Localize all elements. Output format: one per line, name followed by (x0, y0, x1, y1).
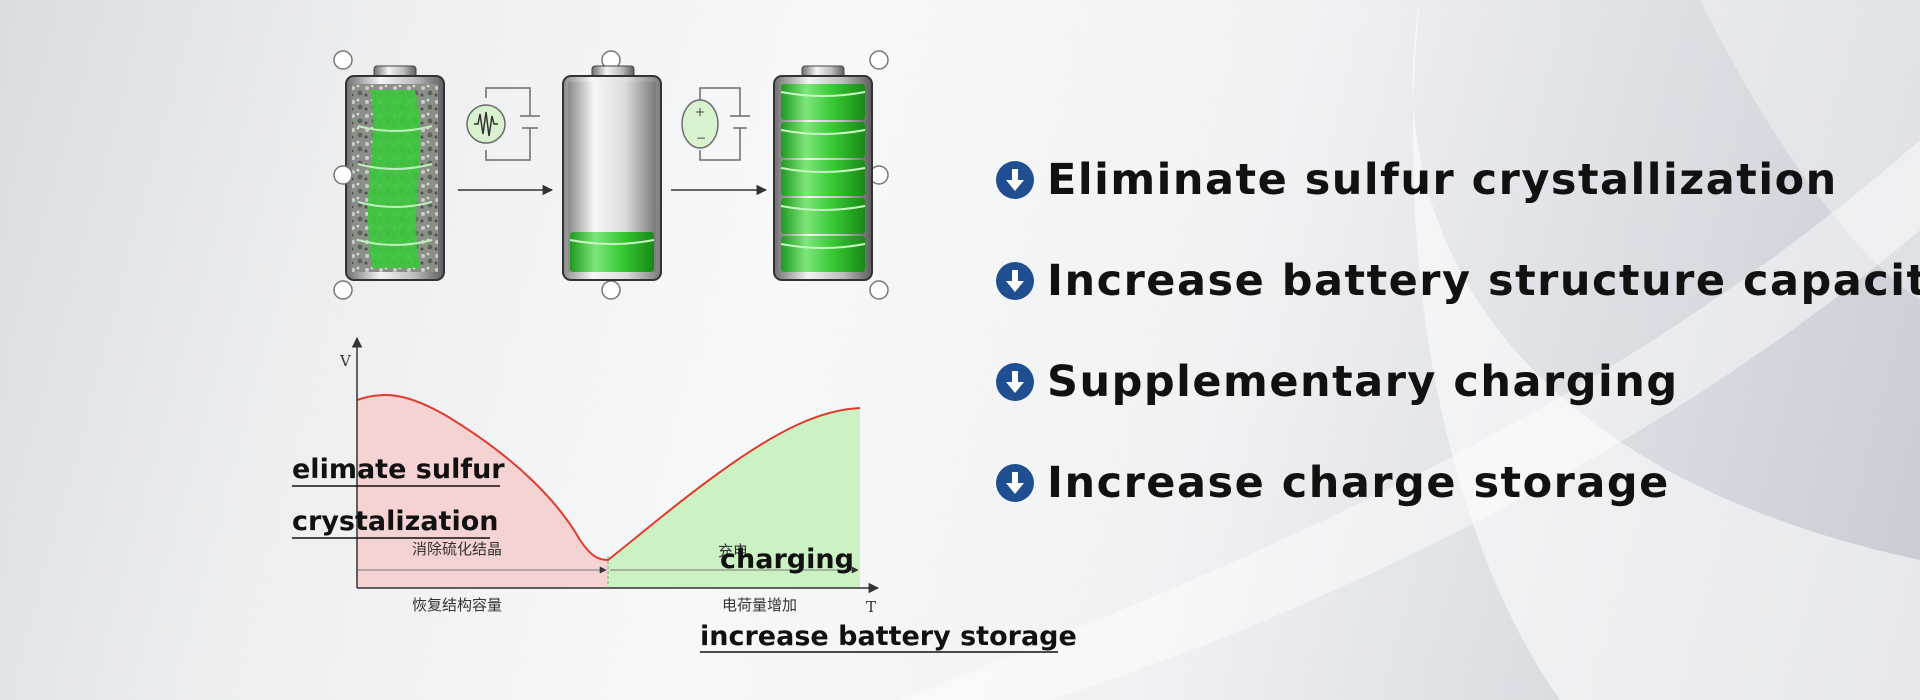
feature-text: Increase battery structure capacity (1047, 256, 1920, 306)
label-charging: charging (720, 544, 854, 575)
cn-label-restore-capacity: 恢复结构容量 (412, 596, 502, 614)
cn-label-remove-sulfur: 消除硫化结晶 (412, 540, 502, 558)
feature-text: Supplementary charging (1047, 357, 1679, 407)
sulfated-battery (345, 65, 445, 281)
feature-text: Increase charge storage (1047, 458, 1670, 508)
voltage-time-graph: V T 消除硫化结晶 恢复结构容量 充电 电荷量增加 (339, 336, 880, 616)
down-arrow-circle-icon (996, 262, 1034, 300)
english-overlay-labels: elimate sulfur crystalization charging i… (292, 454, 1077, 653)
cn-label-charge-increase: 电荷量增加 (722, 596, 797, 614)
x-axis-label: T (866, 598, 876, 616)
label-crystalization: crystalization (292, 506, 499, 537)
svg-text:+: + (695, 105, 705, 119)
low-battery (562, 65, 662, 281)
feature-text: Eliminate sulfur crystallization (1047, 155, 1838, 205)
svg-text:−: − (696, 131, 706, 145)
feature-item: Supplementary charging (995, 352, 1895, 412)
feature-item: Increase charge storage (995, 453, 1895, 513)
selection-handles (333, 50, 889, 300)
dc-source-icon: + − (681, 87, 750, 161)
pulse-source-icon (466, 87, 540, 161)
label-elimate-sulfur: elimate sulfur (292, 454, 505, 485)
cn-label-charge: 充电 (718, 542, 748, 560)
feature-item: Increase battery structure capacity (995, 251, 1920, 311)
label-increase-battery-storage: increase battery storage (700, 621, 1077, 652)
down-arrow-circle-icon (996, 464, 1034, 502)
down-arrow-circle-icon (996, 363, 1034, 401)
down-arrow-circle-icon (996, 161, 1034, 199)
y-axis-label: V (339, 352, 352, 370)
feature-list: Eliminate sulfur crystallization Increas… (995, 150, 1920, 554)
full-battery (773, 65, 873, 281)
feature-item: Eliminate sulfur crystallization (995, 150, 1895, 210)
